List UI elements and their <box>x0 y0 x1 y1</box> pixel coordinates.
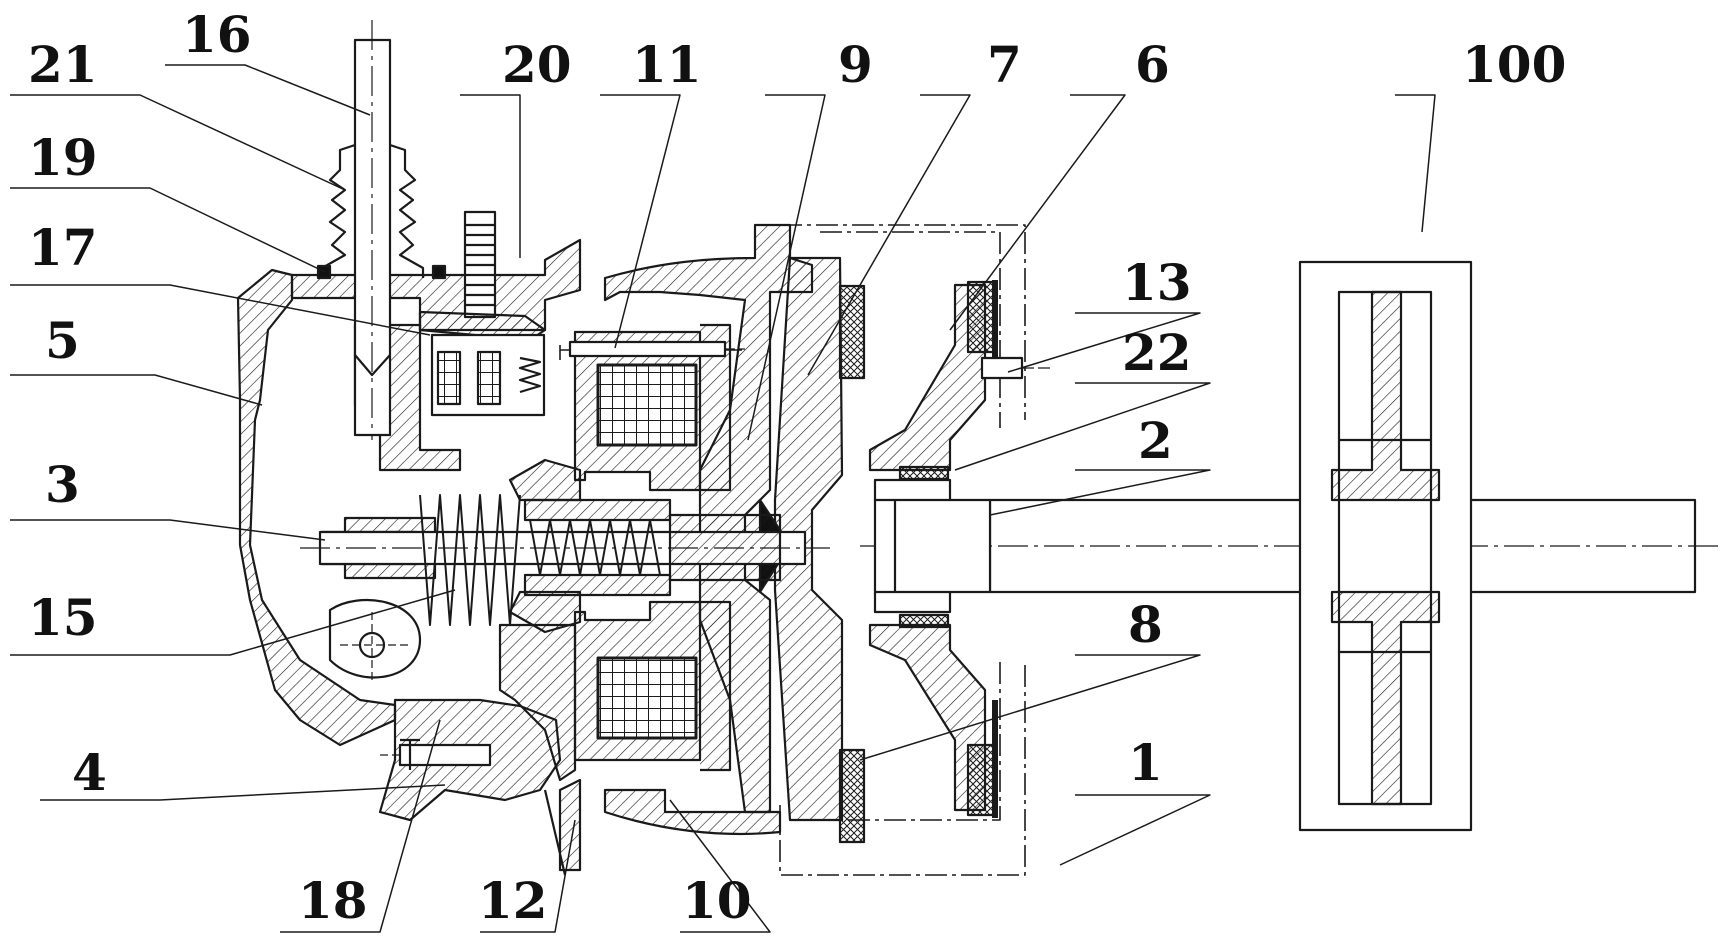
callout-1: 1 <box>1128 733 1163 792</box>
callout-7: 7 <box>987 35 1022 94</box>
flywheel <box>1300 262 1471 830</box>
callout-5: 5 <box>45 311 80 370</box>
callout-19: 19 <box>28 128 98 187</box>
callout-15: 15 <box>28 588 98 647</box>
callout-20: 20 <box>502 35 572 94</box>
callout-21: 21 <box>28 35 98 94</box>
valve-block-17 <box>432 335 544 415</box>
output-shaft <box>860 480 1720 612</box>
callout-2: 2 <box>1138 411 1173 470</box>
callout-11: 11 <box>632 35 702 94</box>
callout-10: 10 <box>682 871 752 930</box>
callout-17: 17 <box>28 218 98 277</box>
shift-lever <box>318 20 445 440</box>
callout-8: 8 <box>1128 595 1163 654</box>
callout-3: 3 <box>45 455 80 514</box>
callout-9: 9 <box>838 35 873 94</box>
callout-4: 4 <box>72 743 107 802</box>
callout-100: 100 <box>1462 35 1566 94</box>
callout-6: 6 <box>1135 35 1170 94</box>
callout-22: 22 <box>1122 323 1192 382</box>
callout-18: 18 <box>298 871 368 930</box>
callout-13: 13 <box>1122 253 1192 312</box>
callout-12: 12 <box>478 871 548 930</box>
callout-16: 16 <box>182 5 252 64</box>
